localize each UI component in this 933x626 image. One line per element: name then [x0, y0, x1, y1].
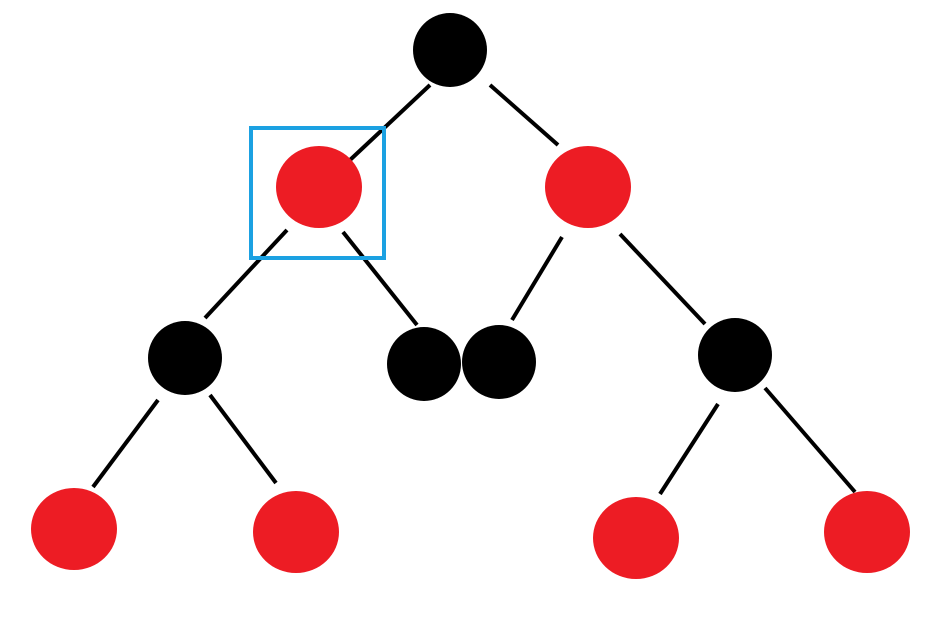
- edge-root-r: [488, 83, 560, 147]
- node-llr-red: [253, 491, 339, 573]
- node-l-red: [276, 146, 362, 228]
- highlight-box-l: [249, 126, 386, 260]
- node-lll-red: [31, 488, 117, 570]
- node-rr-black: [698, 318, 772, 392]
- edge-rr-rrl: [658, 402, 720, 496]
- edges-layer: [91, 83, 857, 496]
- edge-rr-rrr: [763, 386, 857, 494]
- node-rl-black: [462, 325, 536, 399]
- edge-l-lr: [341, 230, 419, 327]
- node-lr-black: [387, 327, 461, 401]
- node-ll-black: [148, 321, 222, 395]
- highlight-layer: [249, 126, 386, 260]
- node-rrl-red: [593, 497, 679, 579]
- node-r-red: [545, 146, 631, 228]
- edge-r-rr: [618, 232, 707, 326]
- node-root-black: [413, 13, 487, 87]
- edge-r-rl: [510, 235, 564, 322]
- edge-l-ll: [203, 228, 289, 320]
- edge-root-l: [348, 83, 432, 162]
- edge-ll-lll: [91, 398, 160, 489]
- nodes-layer: [31, 13, 910, 579]
- node-rrr-red: [824, 491, 910, 573]
- edge-ll-llr: [208, 393, 278, 485]
